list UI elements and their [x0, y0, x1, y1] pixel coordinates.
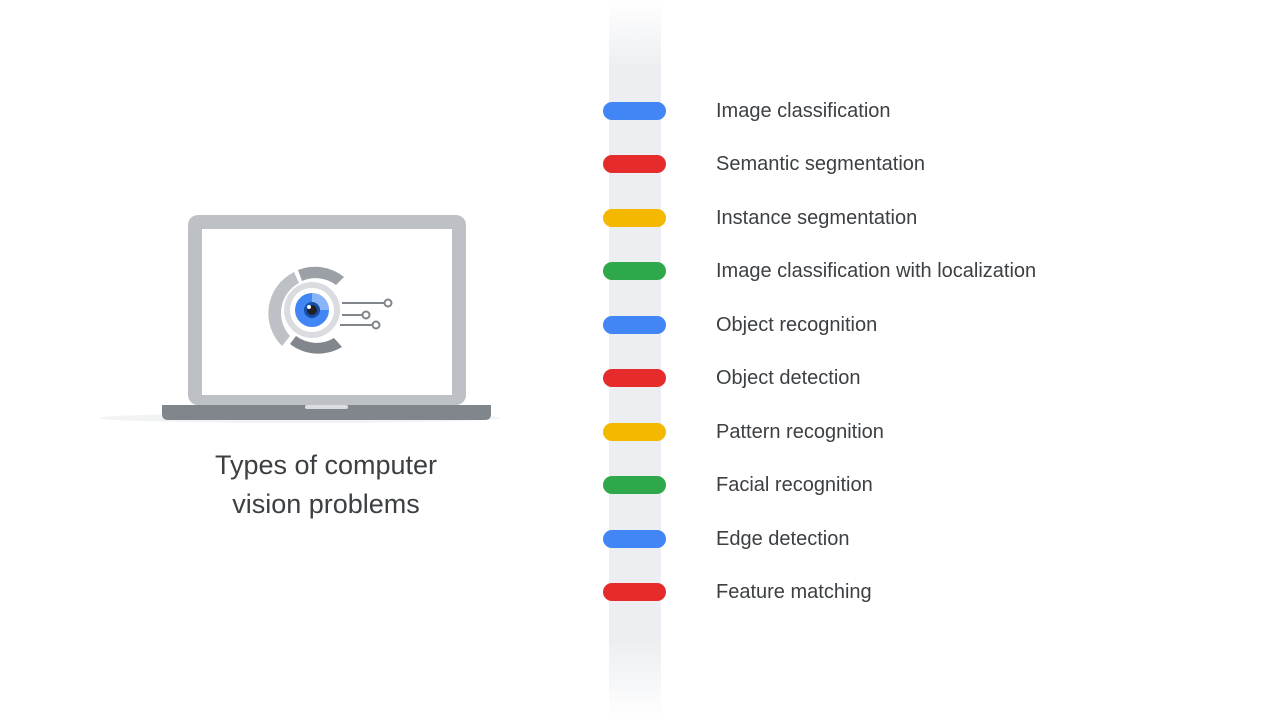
slide-caption: Types of computer vision problems [176, 446, 476, 524]
color-pill [603, 476, 666, 494]
list-item: Image classification with localization [603, 260, 1163, 282]
color-pill [603, 102, 666, 120]
color-pill [603, 155, 666, 173]
list-item-label: Pattern recognition [716, 421, 884, 443]
list-item-label: Object detection [716, 367, 861, 389]
color-pill [603, 316, 666, 334]
list-item-label: Instance segmentation [716, 207, 918, 229]
color-pill [603, 209, 666, 227]
list-item: Image classification [603, 100, 1163, 122]
list-item: Pattern recognition [603, 421, 1163, 443]
eye-icon [268, 266, 344, 354]
color-pill [603, 369, 666, 387]
list-item-label: Semantic segmentation [716, 153, 926, 175]
color-pill [603, 583, 666, 601]
list-item-label: Image classification with localization [716, 260, 1037, 282]
list-item-label: Edge detection [716, 528, 850, 550]
list-item: Object recognition [603, 314, 1163, 336]
list-item-label: Facial recognition [716, 474, 873, 496]
caption-line-1: Types of computer [214, 450, 438, 480]
list-item: Facial recognition [603, 474, 1163, 496]
list-item: Object detection [603, 367, 1163, 389]
color-pill [603, 423, 666, 441]
circuit-icon [340, 298, 393, 330]
caption-line-2: vision problems [232, 489, 420, 519]
color-pill [603, 530, 666, 548]
list-item: Semantic segmentation [603, 153, 1163, 175]
list-item: Instance segmentation [603, 207, 1163, 229]
list-item-label: Feature matching [716, 581, 872, 603]
list-item-label: Object recognition [716, 314, 878, 336]
list-item-label: Image classification [716, 100, 891, 122]
list-item: Feature matching [603, 581, 1163, 603]
laptop-icon [100, 215, 500, 423]
color-pill [603, 262, 666, 280]
list-item: Edge detection [603, 528, 1163, 550]
